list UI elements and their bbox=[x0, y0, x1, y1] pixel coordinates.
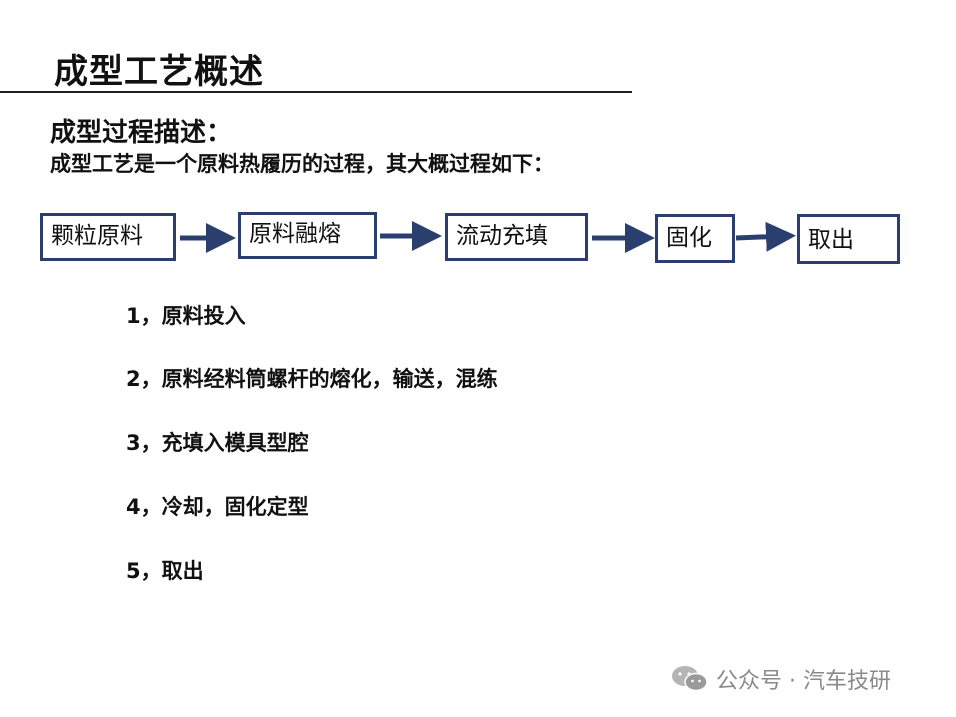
list-item: 1，原料投入 bbox=[126, 304, 246, 328]
flow-node-remove: 取出 bbox=[797, 214, 900, 264]
process-description: 成型工艺是一个原料热履历的过程，其大概过程如下： bbox=[50, 152, 554, 176]
list-item: 2，原料经料筒螺杆的熔化，输送，混练 bbox=[126, 367, 498, 391]
page-title: 成型工艺概述 bbox=[54, 52, 264, 92]
watermark-text: 公众号 · 汽车技研 bbox=[716, 669, 891, 694]
flow-node-solidify: 固化 bbox=[655, 214, 735, 263]
wechat-icon bbox=[672, 666, 708, 692]
flow-arrow-4 bbox=[735, 221, 796, 252]
list-item: 4，冷却，固化定型 bbox=[126, 495, 309, 519]
title-divider bbox=[0, 91, 632, 93]
section-subtitle: 成型过程描述： bbox=[50, 118, 233, 148]
watermark: 公众号 · 汽车技研 bbox=[670, 662, 891, 696]
flow-node-melting: 原料融熔 bbox=[238, 212, 377, 259]
flow-node-filling: 流动充填 bbox=[445, 213, 588, 261]
list-item: 5，取出 bbox=[126, 559, 204, 583]
list-item: 3，充填入模具型腔 bbox=[126, 431, 309, 455]
flow-node-pellets: 颗粒原料 bbox=[40, 213, 176, 261]
